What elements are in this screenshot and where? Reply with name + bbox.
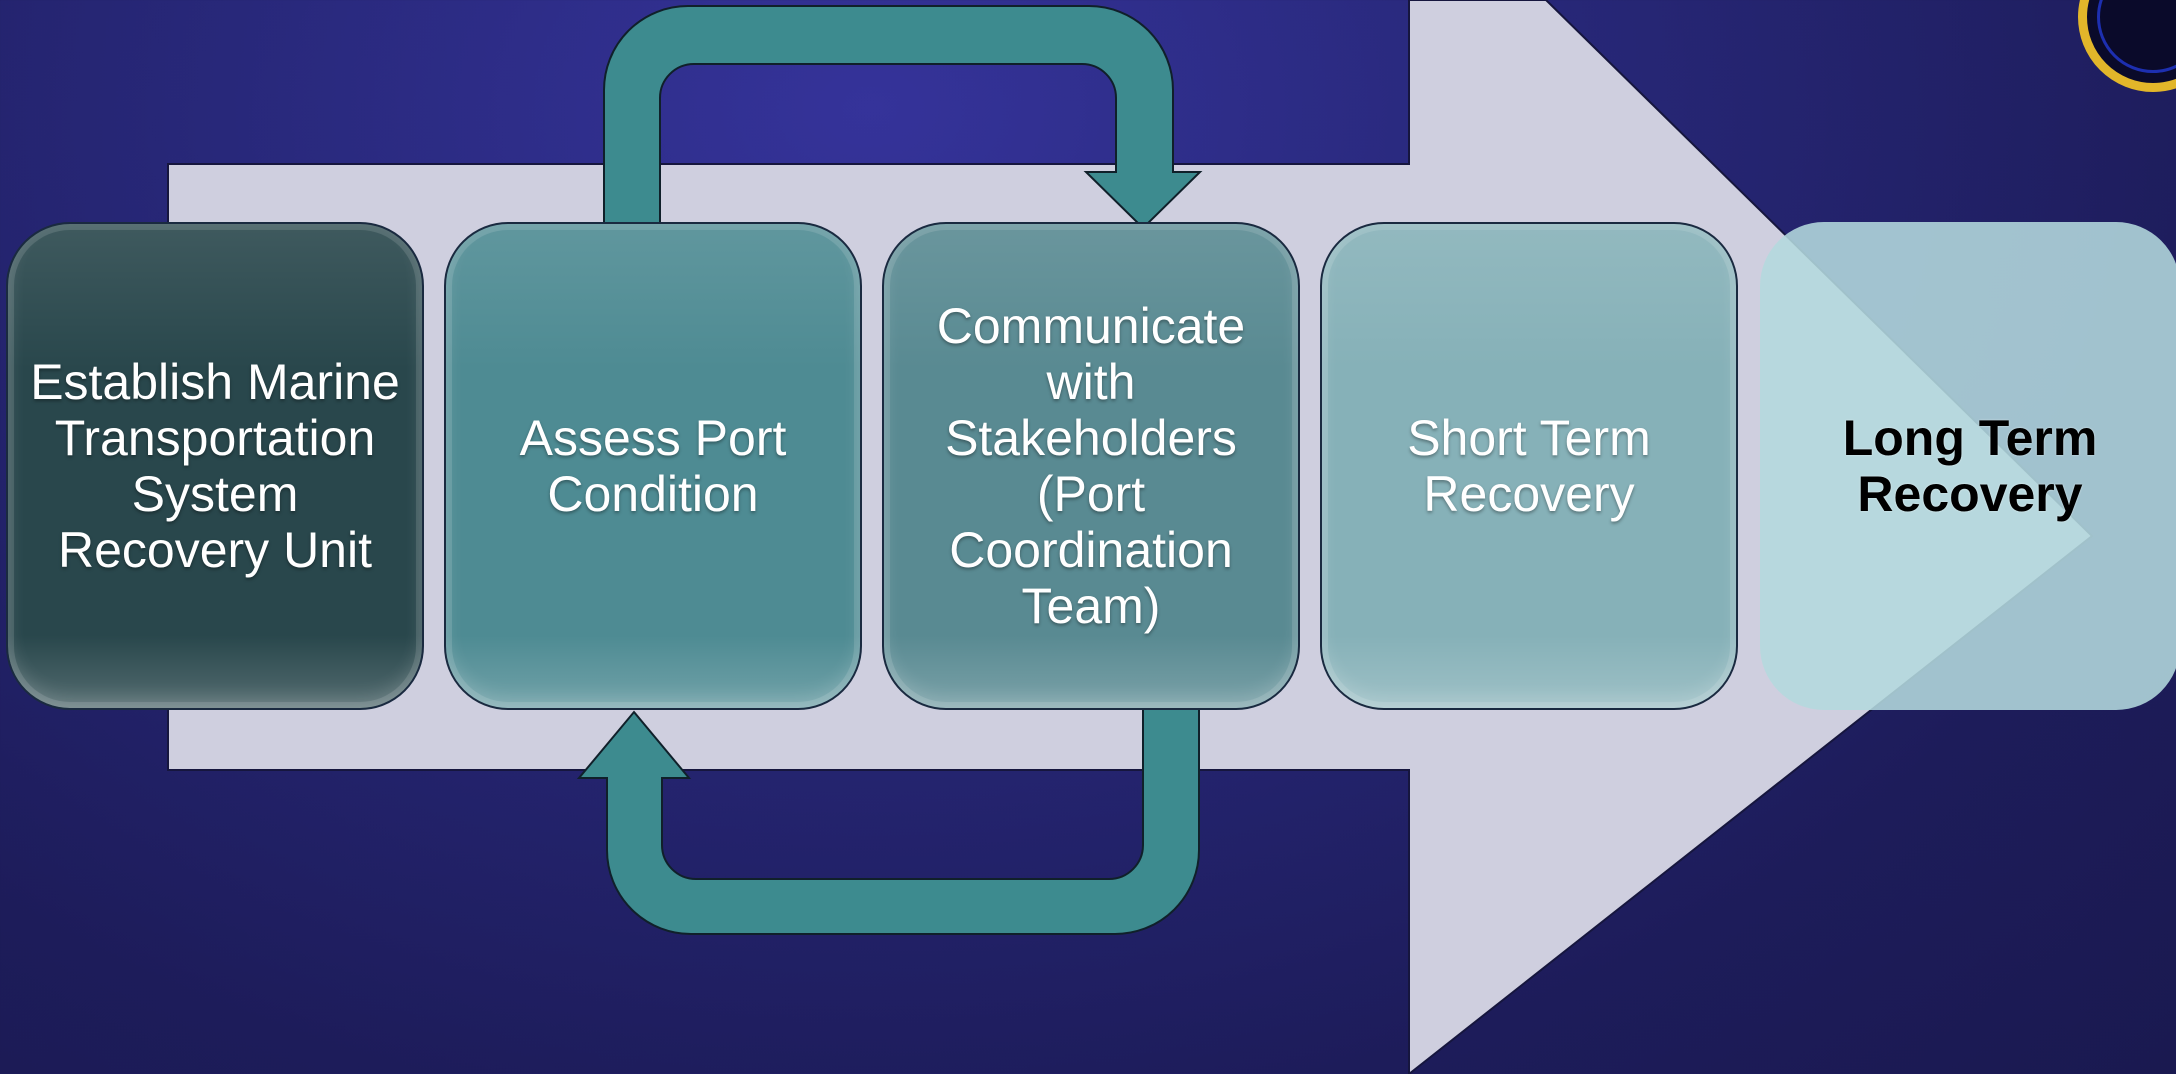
step-assess-port-condition: Assess Port Condition — [444, 222, 862, 710]
loop-arrow-forward — [603, 5, 1203, 231]
step-long-term-recovery: Long Term Recovery — [1760, 222, 2176, 710]
seal-inner-ring — [2097, 0, 2176, 73]
step-label: Establish Marine Transportation System R… — [30, 354, 400, 578]
step-label: Short Term Recovery — [1407, 410, 1651, 522]
step-label: Assess Port Condition — [519, 410, 787, 522]
step-establish-mts-recovery-unit: Establish Marine Transportation System R… — [6, 222, 424, 710]
step-communicate-with-stakeholders: Communicate with Stakeholders (Port Coor… — [882, 222, 1300, 710]
loop-arrow-return — [576, 707, 1200, 936]
step-short-term-recovery: Short Term Recovery — [1320, 222, 1738, 710]
step-label: Communicate with Stakeholders (Port Coor… — [936, 298, 1246, 634]
step-label: Long Term Recovery — [1842, 410, 2098, 522]
